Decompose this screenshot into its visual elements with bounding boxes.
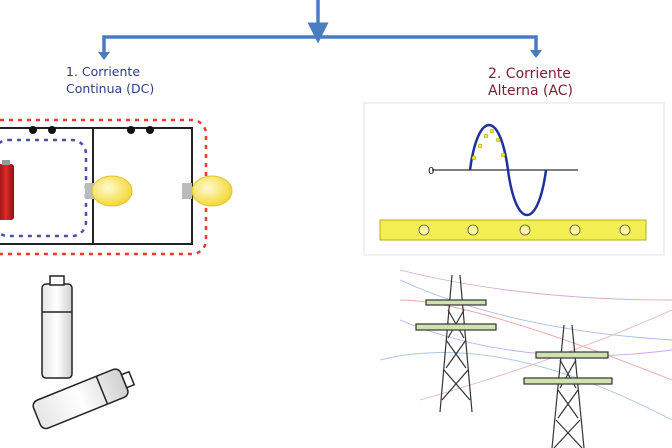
ac-label-line2: Alterna (AC)	[488, 83, 574, 99]
power-tower-icon	[415, 274, 497, 413]
ac-label: 2. Corriente Alterna (AC)	[488, 66, 573, 100]
down-arrow-icon	[530, 50, 542, 58]
ac-label-line1: 2. Corriente	[488, 66, 571, 82]
light-bulb-icon	[85, 175, 133, 207]
ac-illustration	[363, 102, 665, 256]
dc-circuit	[0, 118, 233, 256]
branch-connector	[98, 0, 542, 60]
zero-label: 0	[428, 166, 434, 177]
dc-label-line2: Continua (DC)	[66, 81, 155, 96]
power-lines	[379, 269, 672, 421]
sine-wave-icon	[468, 123, 548, 217]
battery-icon	[32, 275, 136, 430]
down-arrow-icon	[98, 52, 110, 60]
dc-label: 1. Corriente Continua (DC)	[66, 63, 154, 97]
power-tower-icon	[523, 324, 613, 448]
battery-icon	[0, 160, 14, 220]
light-bulb-icon	[182, 175, 233, 207]
dc-label-line1: 1. Corriente	[66, 64, 141, 79]
